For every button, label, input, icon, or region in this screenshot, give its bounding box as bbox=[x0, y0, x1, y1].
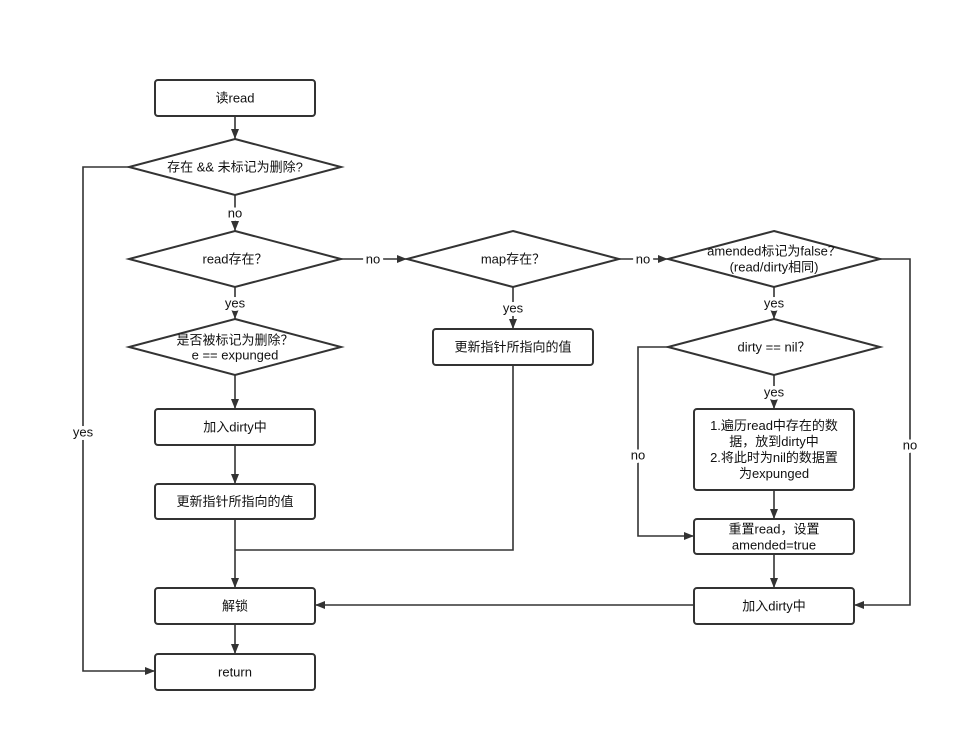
edge-label-map-no: no bbox=[636, 252, 650, 267]
edge-label-dirty-nil-yes: yes bbox=[764, 385, 785, 400]
node-update-value-mid: 更新指针所指向的值 bbox=[432, 328, 594, 366]
node-map-exists-label: map存在？ bbox=[481, 252, 545, 267]
node-unlock: 解锁 bbox=[154, 587, 316, 625]
node-map-exists: map存在？ bbox=[403, 229, 623, 289]
node-copy-read-label-line1: 1.遍历read中存在的数 bbox=[710, 418, 838, 433]
edge-label-amended-yes: yes bbox=[764, 296, 785, 311]
edge-dirty-nil-to-reset bbox=[637, 346, 694, 540]
node-is-expunged: 是否被标记为删除？ e == expunged bbox=[125, 317, 345, 377]
node-read-start-label: 读read bbox=[215, 91, 254, 106]
node-amended-false: amended标记为false？ (read/dirty相同) bbox=[664, 229, 884, 289]
node-read-exists: read存在？ bbox=[125, 229, 345, 289]
node-reset-read: 重置read，设置 amended=true bbox=[693, 518, 855, 555]
node-copy-read-label-line4: 为expunged bbox=[739, 466, 809, 481]
node-dirty-nil: dirty == nil？ bbox=[664, 317, 884, 377]
node-amended-false-label-line2: (read/dirty相同) bbox=[730, 260, 819, 275]
node-copy-read: 1.遍历read中存在的数 据，放到dirty中 2.将此时为nil的数据置 为… bbox=[693, 408, 855, 491]
edge-label-read-exists-yes: yes bbox=[225, 296, 246, 311]
node-return: return bbox=[154, 653, 316, 691]
node-copy-read-label-line3: 2.将此时为nil的数据置 bbox=[710, 450, 838, 465]
node-update-value-left-label: 更新指针所指向的值 bbox=[176, 494, 293, 509]
node-is-expunged-label-line2: e == expunged bbox=[192, 348, 279, 363]
edge-label-dirty-nil-no: no bbox=[631, 448, 645, 463]
node-unlock-label: 解锁 bbox=[222, 599, 248, 614]
node-add-dirty-right-label: 加入dirty中 bbox=[742, 599, 806, 614]
node-read-start: 读read bbox=[154, 79, 316, 117]
node-add-dirty-left-label: 加入dirty中 bbox=[203, 420, 267, 435]
edge-amended-to-add-dirty bbox=[854, 258, 911, 609]
edge-label-check-no: no bbox=[228, 206, 242, 221]
node-amended-false-label-line1: amended标记为false？ bbox=[707, 244, 841, 259]
node-add-dirty-left: 加入dirty中 bbox=[154, 408, 316, 446]
edge-label-read-exists-no: no bbox=[366, 252, 380, 267]
node-reset-read-label-line2: amended=true bbox=[732, 538, 816, 553]
edge-update-mid-to-merge bbox=[235, 365, 514, 551]
node-update-value-mid-label: 更新指针所指向的值 bbox=[454, 340, 571, 355]
node-is-expunged-label-line1: 是否被标记为删除？ bbox=[176, 333, 293, 348]
node-dirty-nil-label: dirty == nil？ bbox=[738, 340, 811, 355]
node-add-dirty-right: 加入dirty中 bbox=[693, 587, 855, 625]
edge-label-map-yes: yes bbox=[503, 301, 524, 316]
node-reset-read-label-line1: 重置read，设置 bbox=[728, 522, 819, 537]
node-read-exists-label: read存在？ bbox=[202, 252, 267, 267]
node-update-value-left: 更新指针所指向的值 bbox=[154, 483, 316, 520]
node-return-label: return bbox=[218, 665, 252, 680]
node-copy-read-label-line2: 据，放到dirty中 bbox=[729, 434, 819, 449]
edge-label-check-yes: yes bbox=[73, 425, 94, 440]
edge-check-to-return bbox=[82, 166, 155, 675]
edge-label-amended-no: no bbox=[903, 438, 917, 453]
node-check-exists-not-deleted-label: 存在 && 未标记为删除? bbox=[167, 160, 303, 175]
node-check-exists-not-deleted: 存在 && 未标记为删除? bbox=[125, 137, 345, 197]
